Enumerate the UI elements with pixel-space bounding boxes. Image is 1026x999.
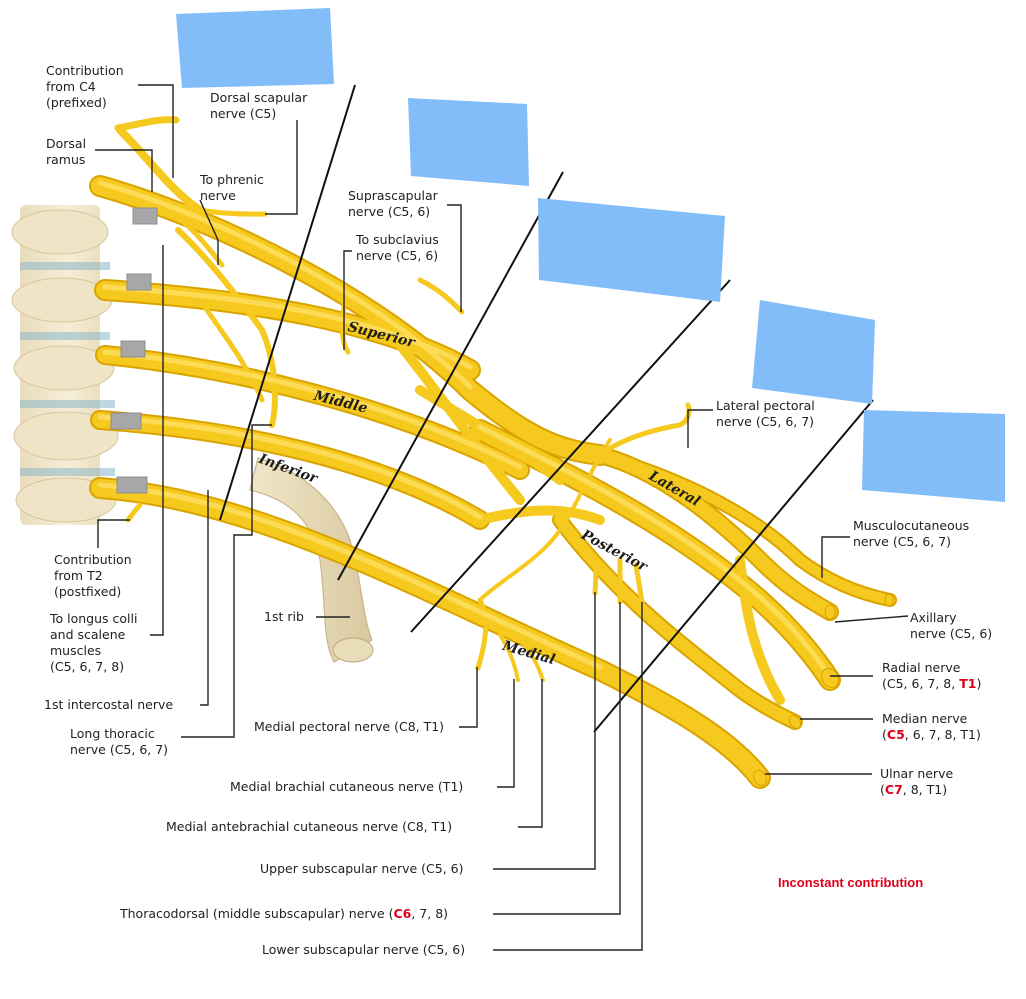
label-medial-pectoral-nerve: Medial pectoral nerve (C8, T1) [254, 719, 445, 734]
label-first-rib: 1st rib [264, 609, 304, 624]
label-thoracodorsal-nerve: Thoracodorsal (middle subscapular) nerve… [120, 906, 449, 921]
label-lower-subscapular-nerve: Lower subscapular nerve (C5, 6) [262, 942, 466, 957]
leader-lines [95, 84, 909, 951]
label-radial-nerve: Radial nerve (C5, 6, 7, 8, T1) [882, 660, 982, 691]
label-box-1 [176, 8, 334, 88]
separator-lines [219, 84, 874, 733]
label-ulnar-nerve: Ulnar nerve (C7, 8, T1) [880, 766, 954, 797]
label-boxes [176, 8, 1005, 502]
label-box-3 [538, 198, 725, 302]
root-markers [110, 207, 158, 494]
label-medial-brachial-cutaneous-nerve: Medial brachial cutaneous nerve (T1) [230, 779, 464, 794]
legend-inconstant-contribution: Inconstant contribution [778, 875, 924, 890]
label-box-2 [408, 98, 529, 186]
label-box-4 [752, 300, 875, 404]
label-first-intercostal-nerve: 1st intercostal nerve [44, 697, 174, 712]
label-upper-subscapular-nerve: Upper subscapular nerve (C5, 6) [260, 861, 464, 876]
vertebral-column [11, 205, 119, 525]
nerve-network [89, 116, 897, 789]
label-median-nerve: Median nerve (C5, 6, 7, 8, T1) [882, 711, 981, 742]
label-box-5 [862, 410, 1005, 502]
label-medial-antebrachial-cutaneous-nerve: Medial antebrachial cutaneous nerve (C8,… [166, 819, 453, 834]
